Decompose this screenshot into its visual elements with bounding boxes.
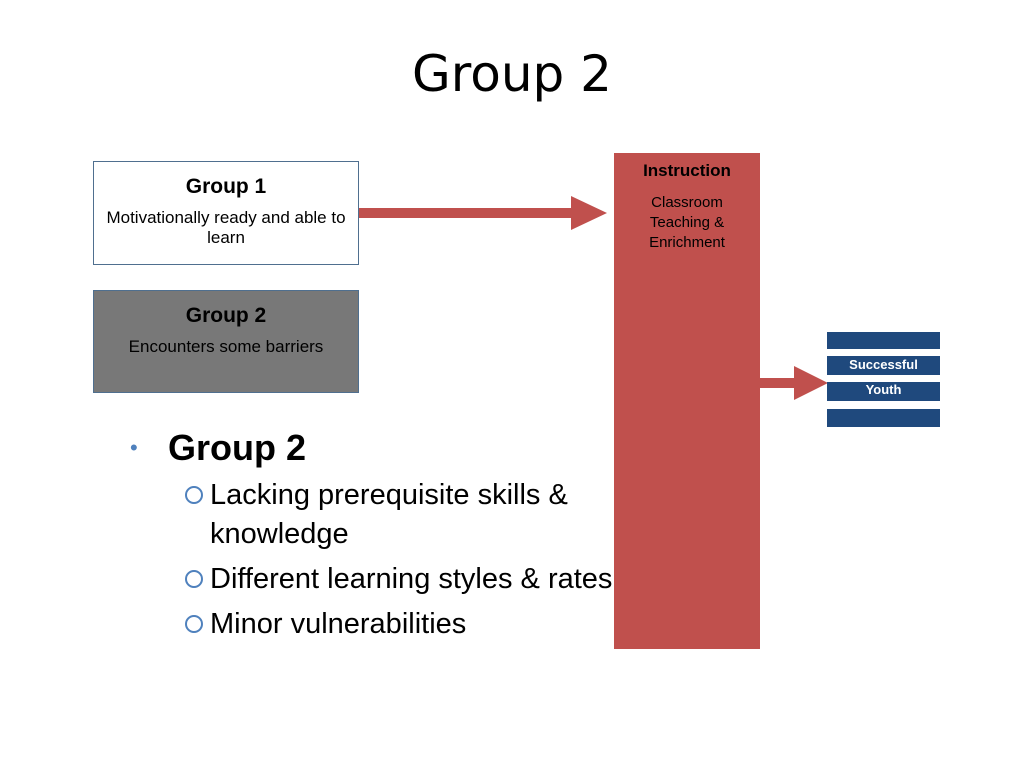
instruction-description: Classroom Teaching & Enrichment <box>614 193 760 253</box>
bullet-heading: Group 2 <box>168 427 307 468</box>
outcome-label-successful: Successful <box>827 356 940 375</box>
instruction-to-youth-arrow <box>760 366 828 400</box>
instruction-line: Teaching & <box>649 214 725 231</box>
outcome-bar <box>827 409 940 427</box>
bullet-list: • Group 2 Lacking prerequisite skills & … <box>130 426 630 644</box>
list-item: Minor vulnerabilities <box>185 605 630 644</box>
circle-bullet-icon <box>185 615 203 633</box>
list-item-text: Lacking prerequisite skills & knowledge <box>210 479 568 550</box>
outcome-bar <box>827 332 940 349</box>
bullet-heading-row: • Group 2 <box>130 426 630 470</box>
list-item: Different learning styles & rates <box>185 560 630 599</box>
group2-title: Group 2 <box>185 304 267 327</box>
bullet-dot-icon: • <box>130 435 138 460</box>
outcome-label-youth: Youth <box>827 382 940 401</box>
group1-description: Motivationally ready and able to learn <box>106 208 346 247</box>
group2-box: Group 2 Encounters some barriers <box>93 290 359 393</box>
slide-title: Group 2 <box>412 45 612 103</box>
list-item-text: Minor vulnerabilities <box>210 608 467 640</box>
instruction-box: Instruction Classroom Teaching & Enrichm… <box>614 153 760 649</box>
circle-bullet-icon <box>185 570 203 588</box>
instruction-line: Classroom <box>651 194 723 211</box>
group1-title: Group 1 <box>185 175 267 198</box>
list-item: Lacking prerequisite skills & knowledge <box>185 476 630 554</box>
circle-bullet-icon <box>185 486 203 504</box>
instruction-line: Enrichment <box>649 234 725 251</box>
group1-box: Group 1 Motivationally ready and able to… <box>93 161 359 265</box>
instruction-title: Instruction <box>643 161 731 180</box>
list-item-text: Different learning styles & rates <box>210 563 613 595</box>
group1-to-instruction-arrow <box>359 196 607 230</box>
group2-description: Encounters some barriers <box>128 337 324 356</box>
